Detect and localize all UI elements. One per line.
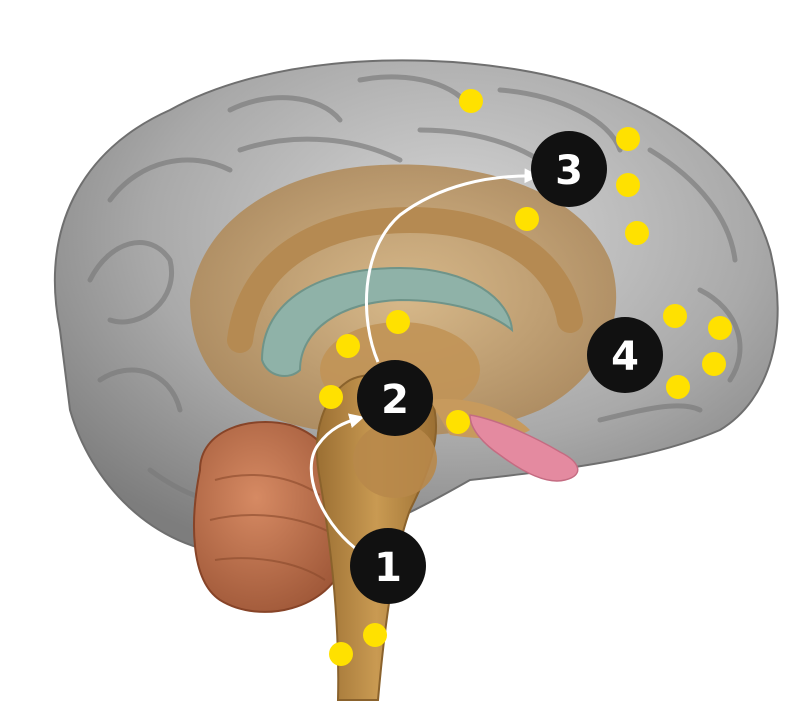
dot — [666, 375, 690, 399]
dot — [459, 89, 483, 113]
cerebellum-folia — [209, 474, 336, 581]
dot — [616, 127, 640, 151]
marker-4-label: 4 — [611, 334, 639, 380]
marker-1: 1 — [350, 528, 426, 604]
marker-2: 2 — [357, 360, 433, 436]
marker-1-label: 1 — [374, 545, 402, 591]
marker-3: 3 — [531, 131, 607, 207]
dot — [708, 316, 732, 340]
marker-4: 4 — [587, 317, 663, 393]
pons — [353, 422, 437, 498]
marker-2-label: 2 — [381, 377, 409, 423]
dot — [386, 310, 410, 334]
dot — [663, 304, 687, 328]
marker-3-label: 3 — [555, 148, 583, 194]
dot — [336, 334, 360, 358]
dot — [319, 385, 343, 409]
corpus-callosum — [227, 206, 583, 353]
arrow-2-to-3 — [364, 168, 540, 363]
dot — [329, 642, 353, 666]
dot — [625, 221, 649, 245]
arrow-1-to-2 — [309, 413, 365, 550]
dot — [702, 352, 726, 376]
dot — [363, 623, 387, 647]
pituitary-gland — [469, 414, 579, 482]
lateral-ventricle — [260, 266, 514, 377]
dot — [616, 173, 640, 197]
dot — [515, 207, 539, 231]
yellow-dots — [319, 89, 732, 666]
dot — [446, 410, 470, 434]
